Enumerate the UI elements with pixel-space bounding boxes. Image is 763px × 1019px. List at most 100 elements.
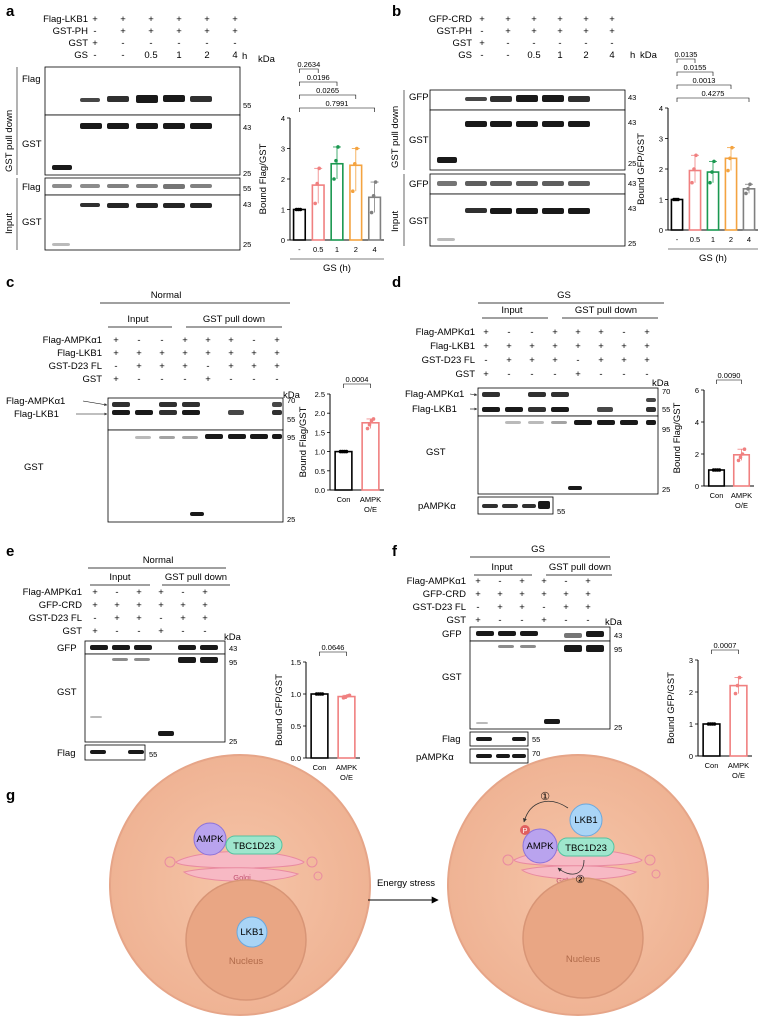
b-band: [516, 121, 538, 127]
b-row-sign: +: [583, 14, 589, 25]
f-kda-label: kDa: [605, 617, 623, 628]
c-group-input: Input: [127, 314, 148, 325]
b-band: [465, 97, 487, 101]
b-row-sign: +: [609, 14, 615, 25]
b-band: [490, 208, 512, 214]
d-band: [528, 407, 546, 412]
f-band: [476, 722, 488, 724]
f-row-sign: +: [541, 576, 547, 587]
f-row-sign: +: [475, 576, 481, 587]
tbc1d23-right-label: TBC1D23: [565, 843, 607, 854]
c-y-label: Bound Flag/GST: [298, 406, 309, 477]
d-row-sign: -: [530, 369, 533, 380]
b-blot-label-4: GST: [409, 216, 429, 227]
a-marker-25b: 25: [243, 240, 251, 249]
b-y-tick-label: 0: [659, 226, 663, 235]
f-blot-label-pampk: pAMPKα: [416, 752, 454, 763]
c-row-sign: +: [182, 361, 188, 372]
b-row-sign: -: [506, 50, 509, 61]
e-x-tick-label: O/E: [340, 773, 353, 782]
a-marker-43b: 43: [243, 200, 251, 209]
e-row-sign: +: [158, 600, 164, 611]
a-point: [373, 180, 378, 184]
b-band: [437, 157, 457, 163]
f-group-input: Input: [491, 562, 512, 573]
c-row-sign: +: [274, 335, 280, 346]
golgi-left-2: [182, 867, 300, 882]
d-band: [597, 420, 615, 425]
c-band: [272, 402, 282, 407]
b-x-tick-label: 4: [747, 235, 751, 244]
e-row-sign: +: [114, 613, 120, 624]
e-band: [128, 750, 144, 754]
e-band: [178, 645, 196, 650]
b-side-label-input: Input: [390, 211, 401, 232]
d-band: [574, 420, 592, 425]
f-row-sign: -: [564, 576, 567, 587]
b-row-label: GS: [458, 50, 472, 61]
a-row-sign: -: [233, 38, 236, 49]
d-blot-gst: [477, 415, 659, 495]
a-point: [315, 181, 320, 186]
d-y-tick-label: 0: [695, 482, 699, 491]
f-sig-bracket: [711, 649, 739, 654]
d-point: [717, 468, 722, 472]
f-row-sign: -: [498, 615, 501, 626]
a-bands: [52, 95, 212, 246]
d-x-tick-label: O/E: [735, 501, 748, 510]
e-y-tick-label: 0.5: [291, 722, 301, 731]
a-y-tick-label: 2: [281, 175, 285, 184]
ampk-left-label: AMPK: [197, 834, 225, 845]
d-row-sign: +: [598, 341, 604, 352]
a-band: [136, 95, 158, 103]
d-y-label: Bound Flag/GST: [672, 402, 683, 473]
d-row-sign: -: [530, 327, 533, 338]
d-row-sign: -: [645, 369, 648, 380]
c-row-label: GST-D23 FL: [49, 361, 102, 372]
a-row-sign: +: [120, 26, 126, 37]
f-y-tick-label: 0: [689, 752, 693, 761]
d-row-sign: +: [552, 327, 558, 338]
b-row-sign: +: [531, 26, 537, 37]
b-y-label: Bound GFP/GST: [636, 133, 647, 205]
a-sig-bracket: [299, 81, 338, 86]
panel-letter-d: d: [392, 274, 401, 291]
panel-letter-f: f: [392, 543, 398, 560]
c-row-label: Flag-LKB1: [57, 348, 102, 359]
d-row-sign: -: [622, 327, 625, 338]
b-row-sign: 4: [609, 50, 614, 61]
f-band: [564, 645, 582, 652]
b-point: [746, 187, 750, 191]
a-sig-bracket: [299, 94, 357, 99]
d-point: [736, 458, 741, 463]
c-bands: [112, 402, 282, 516]
b-bar: [670, 198, 684, 231]
b-bar: [742, 188, 756, 231]
f-blot-gst: [469, 640, 611, 730]
b-band: [542, 121, 564, 127]
c-marker-95: 95: [287, 433, 295, 442]
a-gs-unit: h: [242, 51, 247, 62]
d-row-sign: +: [575, 327, 581, 338]
c-kda-label: kDa: [283, 390, 301, 401]
e-blot-label-flag: Flag: [57, 748, 75, 759]
d-row-sign: +: [644, 341, 650, 352]
c-row-label: GST: [82, 374, 102, 385]
a-band: [190, 184, 212, 188]
b-point: [726, 168, 730, 173]
a-row-sign: +: [92, 38, 98, 49]
c-point: [371, 417, 376, 421]
a-markers: 55 43 25 55 43 25: [243, 101, 251, 249]
a-bar: [292, 208, 307, 241]
a-point: [313, 201, 318, 206]
c-row-sign: +: [274, 361, 280, 372]
a-band: [136, 203, 158, 208]
c-row-sign: -: [275, 374, 278, 385]
f-blot-label-gst: GST: [442, 672, 462, 683]
f-marker-25: 25: [614, 723, 622, 732]
nucleus-right-label: Nucleus: [566, 954, 601, 965]
c-point: [344, 449, 349, 454]
b-pvalue: 0.0155: [684, 63, 707, 72]
c-band: [182, 436, 198, 439]
a-marker-55b: 55: [243, 184, 251, 193]
